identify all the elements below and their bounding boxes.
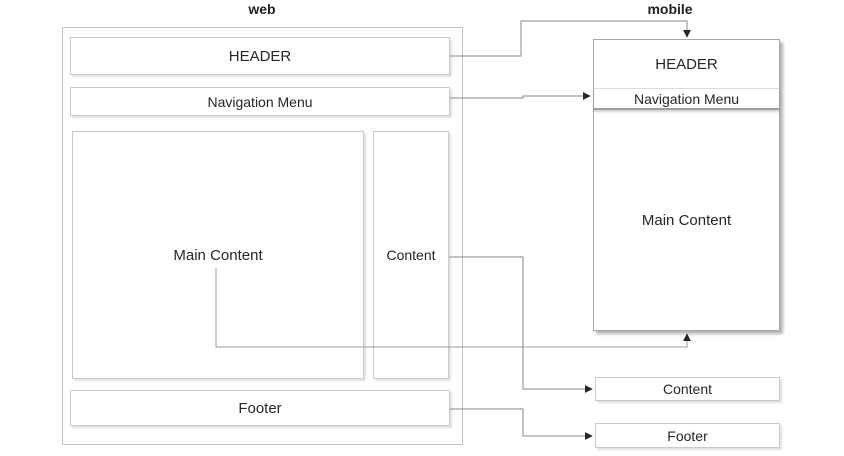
web-header-label: HEADER [228, 47, 292, 65]
web-main-content-box: Main Content [72, 131, 364, 379]
web-footer-label: Footer [238, 399, 282, 417]
mobile-nav-label: Navigation Menu [633, 90, 740, 107]
mobile-section-label: mobile [647, 1, 693, 17]
mobile-footer-box: Footer [595, 423, 780, 448]
connector-content-arrow [449, 256, 593, 393]
web-nav-label: Navigation Menu [207, 93, 313, 110]
mobile-header-box: HEADER [594, 40, 779, 89]
web-nav-box: Navigation Menu [70, 87, 450, 116]
mobile-main-content-box: Main Content [594, 110, 779, 330]
web-content-label: Content [386, 247, 436, 263]
web-main-content-label: Main Content [173, 246, 263, 264]
web-section-label: web [248, 1, 276, 17]
web-footer-box: Footer [70, 390, 450, 426]
connector-nav-arrow [450, 92, 591, 100]
mobile-content-box: Content [595, 377, 780, 401]
connector-footer-arrow [450, 408, 593, 440]
mobile-content-label: Content [662, 381, 713, 397]
mobile-wireframe-frame: HEADER Navigation Menu Main Content [593, 39, 780, 331]
web-content-box: Content [373, 131, 449, 379]
mobile-main-content-label: Main Content [641, 211, 732, 229]
mobile-nav-box: Navigation Menu [594, 89, 779, 110]
mobile-footer-label: Footer [667, 427, 708, 444]
mobile-header-label: HEADER [655, 55, 718, 73]
web-header-box: HEADER [70, 37, 450, 75]
